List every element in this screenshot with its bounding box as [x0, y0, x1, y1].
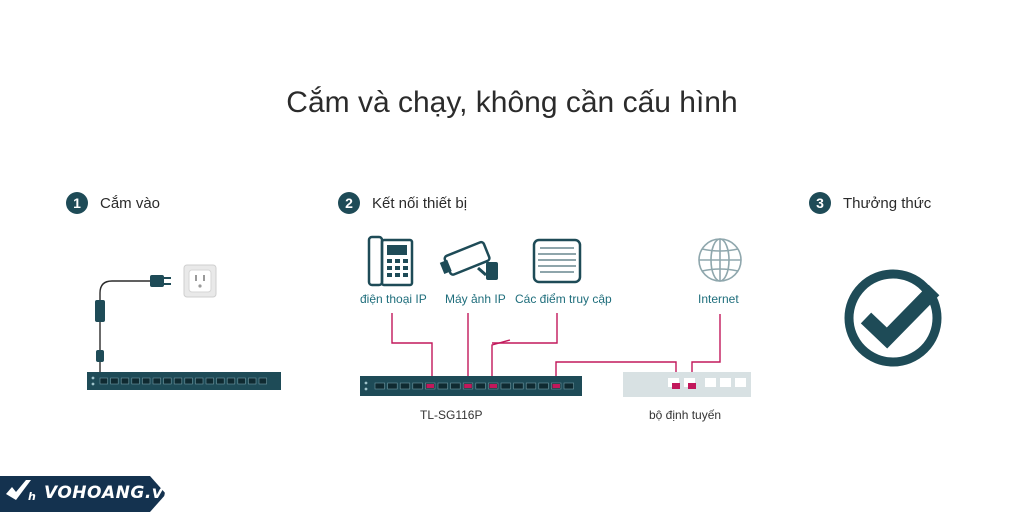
switch-port	[184, 377, 193, 385]
active-port	[464, 384, 472, 388]
switch-icon	[87, 372, 281, 390]
switch-icon	[360, 376, 582, 396]
step-2-label: Kết nối thiết bị	[372, 194, 468, 212]
switch-port	[216, 377, 225, 385]
switch-port	[163, 377, 172, 385]
switch-port	[412, 382, 423, 390]
switch-port	[237, 377, 246, 385]
switch-port	[226, 377, 236, 385]
internet-globe-icon	[698, 238, 742, 282]
svg-text:h: h	[28, 490, 36, 503]
ip-camera-icon	[439, 240, 498, 280]
switch-port	[142, 377, 151, 385]
access-point-label: Các điểm truy cập	[515, 292, 612, 306]
switch-port	[99, 377, 108, 385]
switch-port	[205, 377, 214, 385]
active-port	[426, 384, 434, 388]
switch-port	[173, 377, 183, 385]
step-2-number: 2	[338, 192, 360, 214]
router-icon	[623, 372, 751, 397]
switch-port	[258, 377, 267, 385]
internet-label: Internet	[698, 292, 739, 306]
switch-model-label: TL-SG116P	[420, 408, 483, 422]
active-port	[489, 384, 497, 388]
switch-port	[152, 377, 161, 385]
switch-port	[248, 377, 257, 385]
switch-port	[563, 382, 574, 390]
ip-phone-icon	[367, 235, 414, 287]
switch-port	[475, 382, 486, 390]
switch-port	[450, 382, 461, 390]
step-1-number: 1	[66, 192, 88, 214]
power-cord-icon	[95, 275, 171, 372]
page-title: Cắm và chạy, không cần cấu hình	[286, 86, 738, 119]
switch-port	[399, 382, 411, 390]
access-point-icon	[532, 238, 582, 284]
step-1-label: Cắm vào	[100, 194, 161, 212]
switch-port	[195, 377, 204, 385]
switch-port	[437, 382, 448, 390]
switch-port	[374, 382, 385, 390]
switch-port	[120, 377, 130, 385]
active-port	[552, 384, 560, 388]
switch-port	[538, 382, 549, 390]
switch-port	[110, 377, 119, 385]
switch-port	[500, 382, 511, 390]
router-label: bộ định tuyến	[649, 408, 722, 422]
step-3-header: 3 Thưởng thức	[809, 192, 931, 214]
ip-camera-label: Máy ảnh IP	[445, 292, 506, 306]
checkmark-icon	[844, 269, 942, 367]
switch-port	[525, 382, 537, 390]
switch-port	[513, 382, 524, 390]
switch-port	[131, 377, 140, 385]
brand-logo-text: VOHOANG.vn	[44, 483, 176, 503]
step-3-label: Thưởng thức	[843, 194, 932, 212]
switch-port	[387, 382, 398, 390]
step-1-header: 1 Cắm vào	[66, 192, 160, 214]
brand-ribbon: h	[0, 476, 166, 512]
ip-phone-label: điện thoại IP	[360, 292, 427, 306]
step-2-header: 2 Kết nối thiết bị	[338, 192, 467, 214]
connection-lines	[391, 313, 721, 381]
wall-outlet-icon	[183, 264, 217, 298]
step-3-number: 3	[809, 192, 831, 214]
